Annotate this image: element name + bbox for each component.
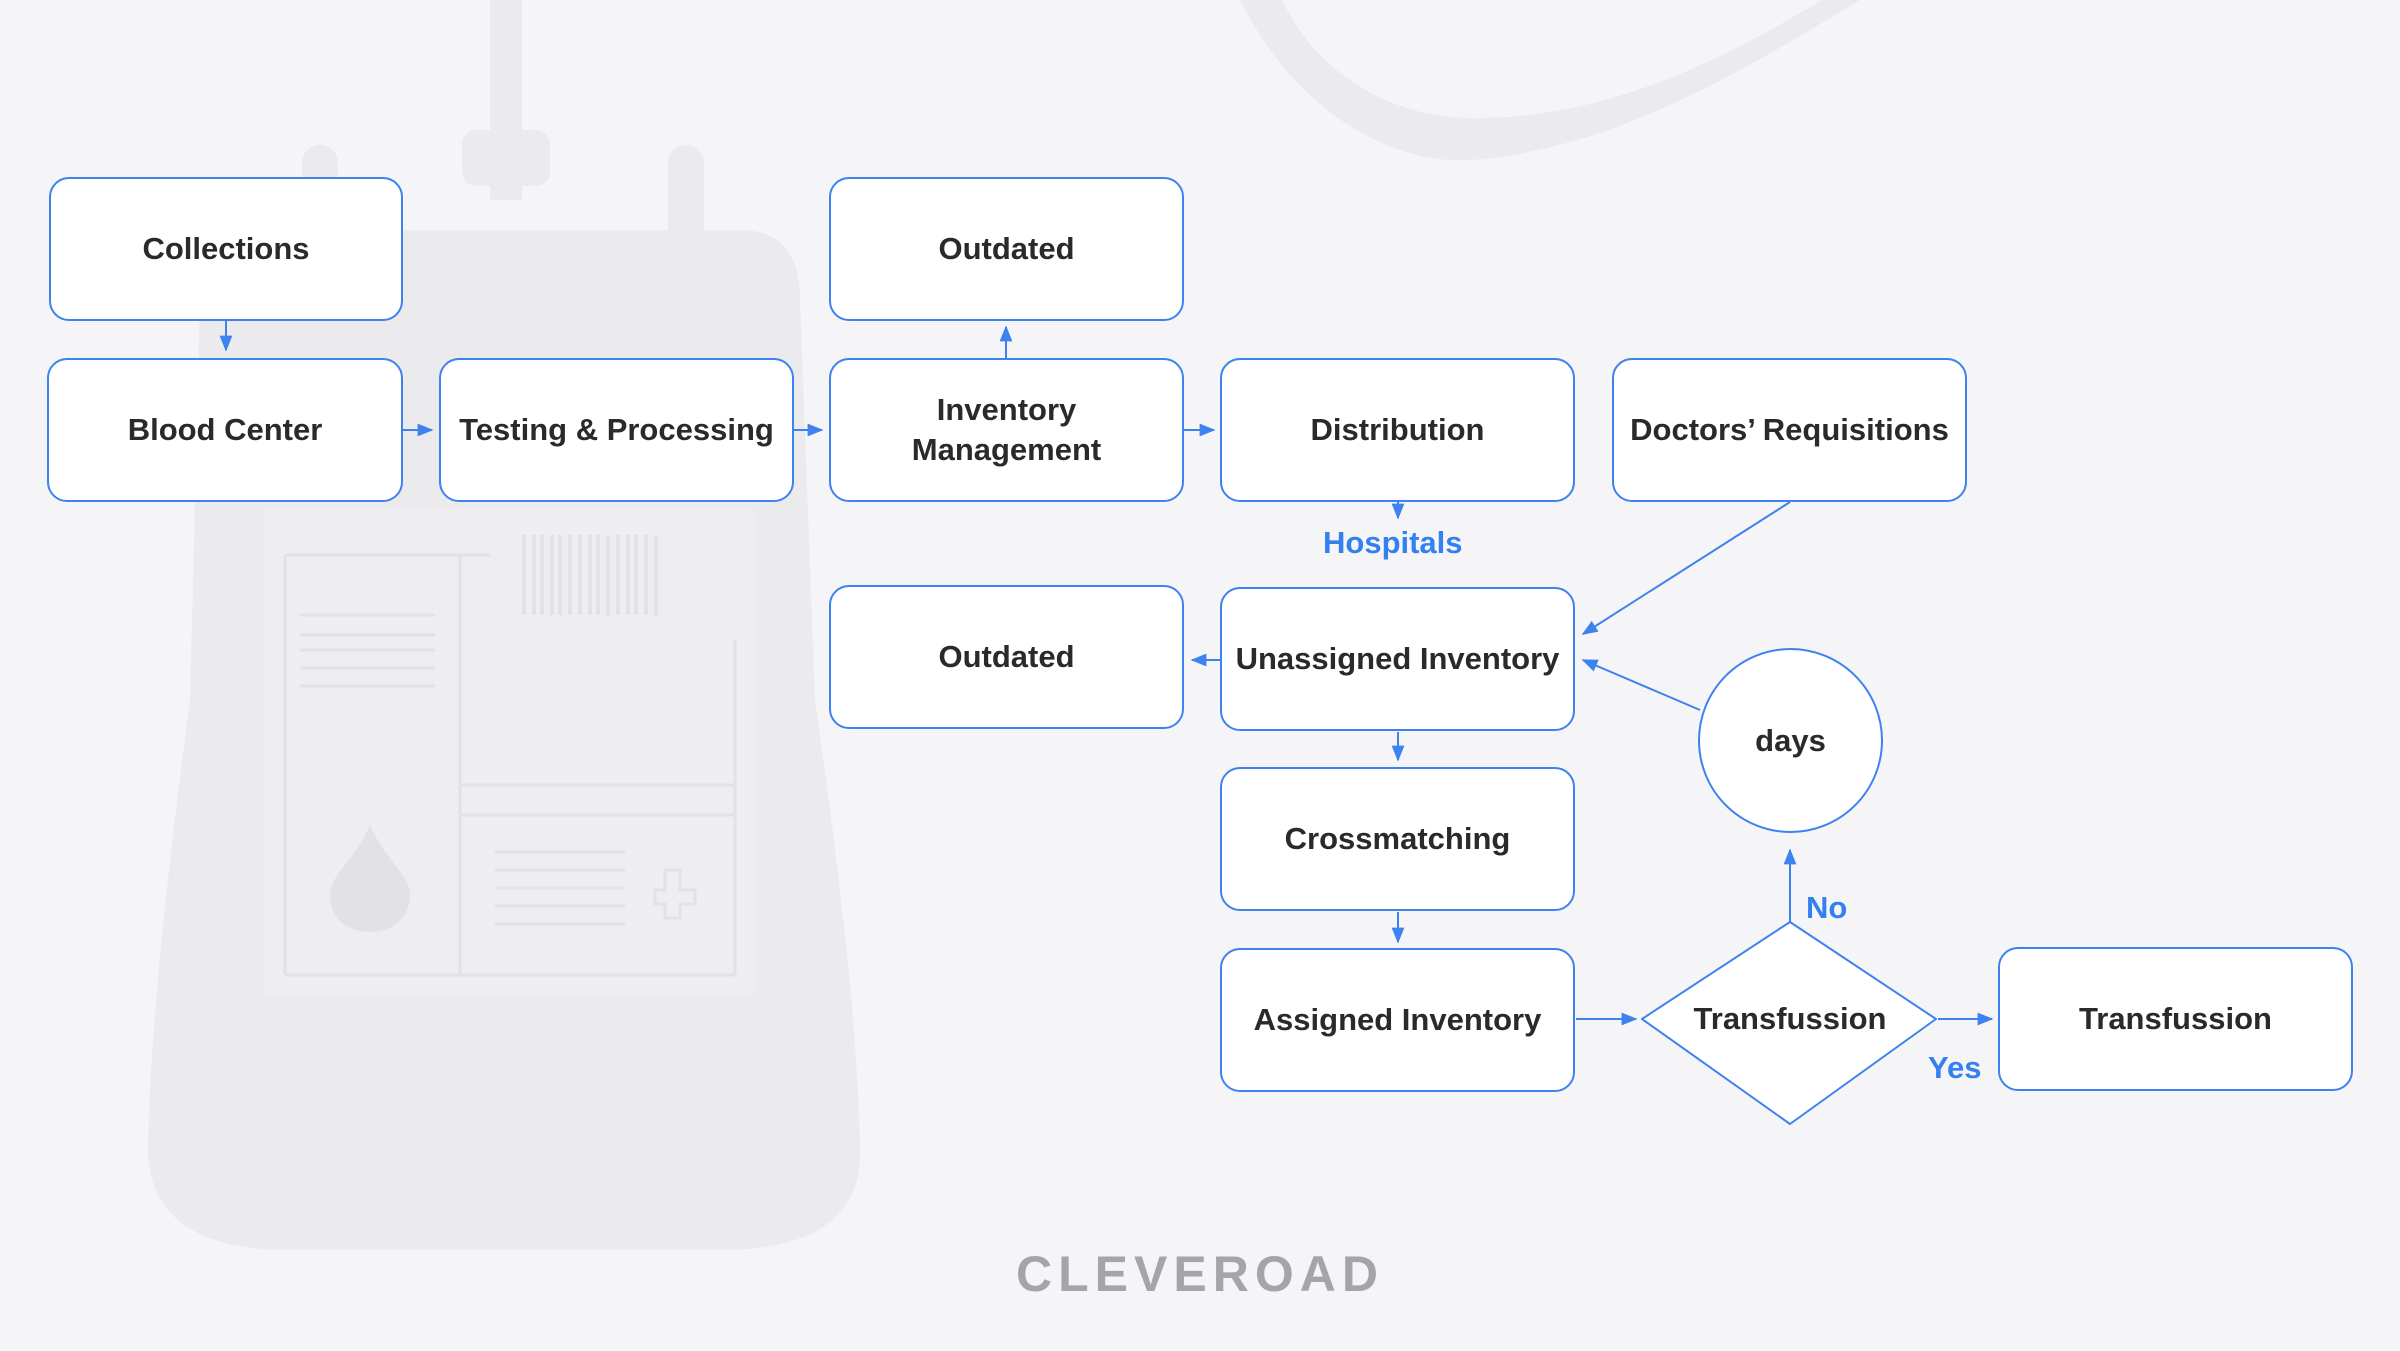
node-distribution: Distribution bbox=[1220, 358, 1575, 502]
brand-logo: CLEVEROAD bbox=[1016, 1246, 1384, 1302]
node-unassigned-inventory: Unassigned Inventory bbox=[1220, 587, 1575, 731]
node-collections: Collections bbox=[49, 177, 403, 321]
node-transfusion-final: Transfussion bbox=[1998, 947, 2353, 1091]
node-days: days bbox=[1698, 648, 1883, 833]
label-no: No bbox=[1806, 890, 1848, 925]
decision-diamond bbox=[1641, 921, 1937, 1125]
label-hospitals: Hospitals bbox=[1323, 525, 1463, 560]
node-testing-processing: Testing & Processing bbox=[439, 358, 794, 502]
node-doctors-requisitions: Doctors’ Requisitions bbox=[1612, 358, 1967, 502]
label-yes: Yes bbox=[1928, 1050, 1982, 1085]
node-transfusion-decision: Transfussion bbox=[1693, 1001, 1887, 1036]
node-inventory-management: Inventory Management bbox=[829, 358, 1184, 502]
node-outdated-mid: Outdated bbox=[829, 585, 1184, 729]
node-blood-center: Blood Center bbox=[47, 358, 403, 502]
node-outdated-top: Outdated bbox=[829, 177, 1184, 321]
node-crossmatching: Crossmatching bbox=[1220, 767, 1575, 911]
node-assigned-inventory: Assigned Inventory bbox=[1220, 948, 1575, 1092]
arrow-days-to-unassigned bbox=[1581, 659, 1701, 711]
arrow-requisitions-to-unassigned bbox=[1581, 501, 1791, 635]
